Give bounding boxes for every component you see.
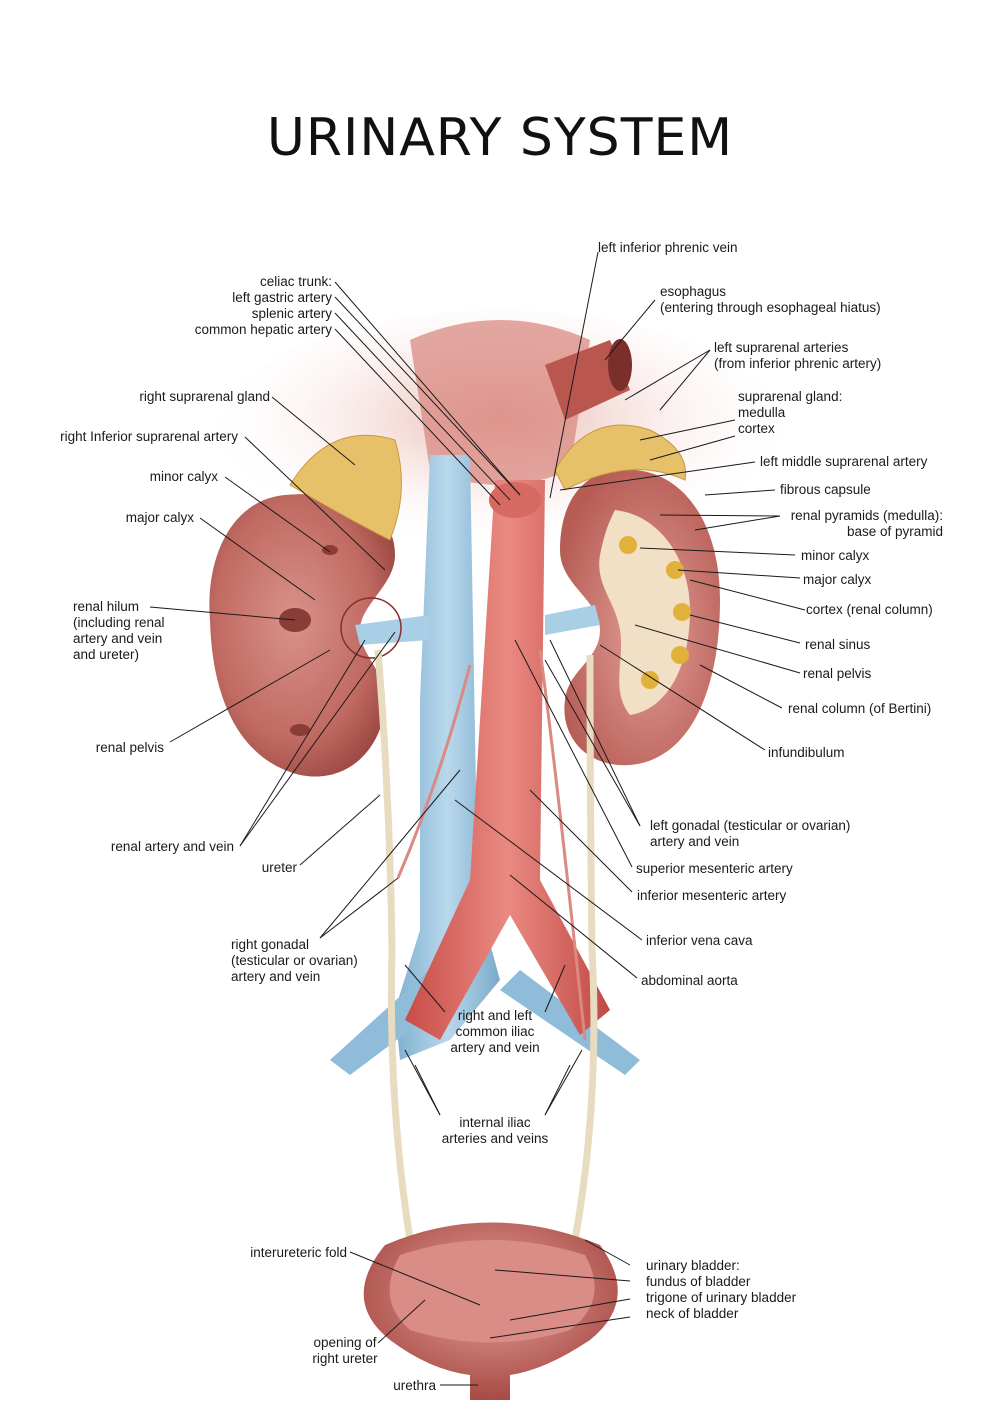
- page-title: URINARY SYSTEM: [266, 108, 734, 168]
- label-right-gonadal: right gonadal (testicular or ovarian) ar…: [231, 937, 358, 984]
- label-suprarenal-gland: suprarenal gland: medulla cortex: [738, 389, 843, 436]
- esophagus: [545, 339, 632, 420]
- label-superior-mesenteric-artery: superior mesenteric artery: [636, 861, 793, 876]
- label-urinary-bladder: urinary bladder: fundus of bladder trigo…: [646, 1258, 797, 1321]
- left-gonadal-vessels: [538, 649, 587, 1041]
- label-interureteric-fold: interureteric fold: [250, 1245, 347, 1260]
- label-renal-pelvis-right: renal pelvis: [803, 666, 872, 681]
- label-major-calyx-right: major calyx: [803, 572, 872, 587]
- label-renal-hilum: renal hilum (including renal artery and …: [73, 599, 165, 662]
- label-ureter: ureter: [261, 860, 297, 875]
- right-suprarenal-gland: [289, 434, 402, 541]
- right-gonadal-vessels: [396, 664, 472, 879]
- celiac-trunk: [489, 482, 541, 518]
- label-right-inferior-suprarenal-artery: right Inferior suprarenal artery: [60, 429, 238, 444]
- label-left-suprarenal-arteries: left suprarenal arteries (from inferior …: [714, 340, 882, 371]
- label-fibrous-capsule: fibrous capsule: [780, 482, 871, 497]
- label-celiac-trunk: celiac trunk: left gastric artery spleni…: [194, 274, 332, 337]
- label-internal-iliac: internal iliac arteries and veins: [441, 1115, 549, 1146]
- label-renal-pelvis-left: renal pelvis: [95, 740, 164, 755]
- label-cortex-renal-column: cortex (renal column): [806, 602, 933, 617]
- label-left-middle-suprarenal-artery: left middle suprarenal artery: [760, 454, 928, 469]
- label-minor-calyx-right: minor calyx: [801, 548, 870, 563]
- diaphragm-crus: [410, 320, 590, 485]
- label-inferior-vena-cava: inferior vena cava: [646, 933, 753, 948]
- label-inferior-mesenteric-artery: inferior mesenteric artery: [637, 888, 787, 903]
- label-esophagus: esophagus (entering through esophageal h…: [660, 284, 881, 315]
- label-renal-column-bertini: renal column (of Bertini): [788, 701, 932, 716]
- label-left-gonadal: left gonadal (testicular or ovarian) art…: [650, 818, 851, 849]
- label-right-suprarenal-gland: right suprarenal gland: [139, 389, 270, 404]
- label-infundibulum: infundibulum: [768, 745, 845, 760]
- left-kidney-section: [560, 469, 720, 766]
- renal-vein-right: [355, 615, 430, 645]
- urinary-bladder: [363, 1222, 618, 1400]
- right-ureter: [374, 649, 414, 1241]
- label-renal-artery-and-vein: renal artery and vein: [110, 839, 234, 854]
- label-common-iliac: right and left common iliac artery and v…: [450, 1008, 540, 1055]
- label-major-calyx-left: major calyx: [125, 510, 194, 525]
- label-renal-pyramids: renal pyramids (medulla): base of pyrami…: [790, 508, 943, 539]
- left-ureter: [571, 654, 598, 1241]
- label-opening-right-ureter: opening of right ureter: [312, 1335, 378, 1366]
- hilum-circle: [340, 597, 402, 659]
- label-abdominal-aorta: abdominal aorta: [641, 973, 738, 988]
- label-minor-calyx-left: minor calyx: [149, 469, 218, 484]
- leader-lines: [149, 251, 806, 1386]
- label-urethra: urethra: [393, 1378, 436, 1393]
- abdominal-aorta: [405, 480, 610, 1040]
- label-renal-sinus: renal sinus: [805, 637, 871, 652]
- left-suprarenal-gland: [554, 424, 687, 491]
- label-left-inferior-phrenic-vein: left inferior phrenic vein: [598, 240, 738, 255]
- renal-vessels-left: [545, 605, 600, 635]
